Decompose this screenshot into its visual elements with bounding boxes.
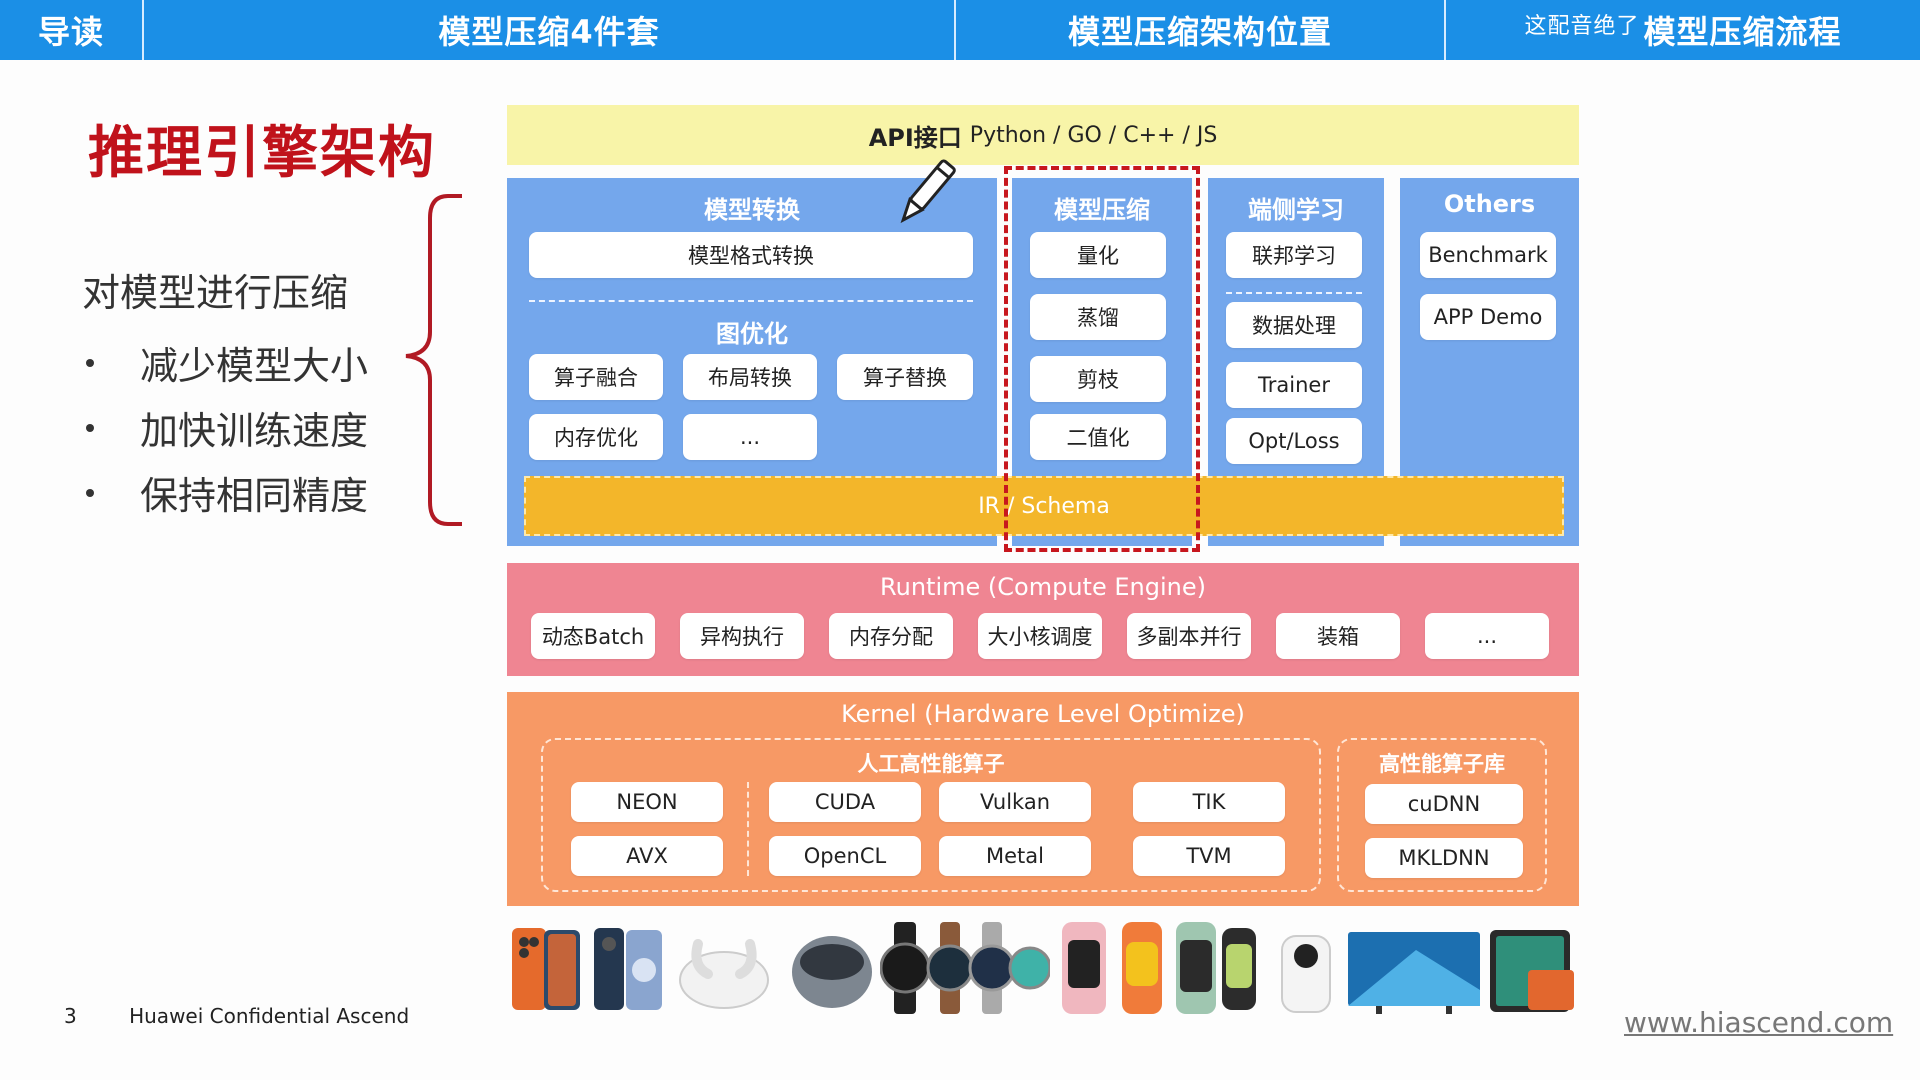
model-conversion-title: 模型转换	[704, 196, 800, 224]
nav-tab-compression-flow[interactable]: 这配音绝了 模型压缩流程	[1446, 0, 1920, 60]
edge-learning-title: 端侧学习	[1248, 196, 1344, 224]
packing: 装箱	[1276, 613, 1400, 659]
pruning: 剪枝	[1030, 356, 1166, 402]
neon: NEON	[571, 782, 723, 822]
bullet-item: 加快训练速度	[82, 395, 368, 460]
slide-title: 推理引擎架构	[88, 121, 436, 186]
smart-bands-icon	[1062, 922, 1256, 1014]
footer-confidential: 3 Huawei Confidential Ascend	[64, 1004, 409, 1028]
overlay-caption: 这配音绝了	[1524, 14, 1640, 39]
library-ops-group: 高性能算子库 cuDNN MKLDNN	[1337, 738, 1547, 892]
trainer: Trainer	[1226, 362, 1362, 408]
manual-ops-group: 人工高性能算子 NEON CUDA Vulkan TIK AVX OpenCL …	[541, 738, 1321, 892]
api-label: API接口	[868, 123, 962, 152]
cudnn: cuDNN	[1365, 784, 1523, 824]
nav-tab-compression-kit[interactable]: 模型压缩4件套	[438, 13, 660, 51]
dynamic-batch: 动态Batch	[531, 613, 655, 659]
page-number: 3	[64, 1004, 77, 1028]
model-compression-title: 模型压缩	[1054, 196, 1150, 224]
others-title: Others	[1443, 190, 1536, 218]
mkldnn: MKLDNN	[1365, 838, 1523, 878]
benchmark: Benchmark	[1420, 232, 1556, 278]
bullet-item: 减少模型大小	[82, 330, 368, 395]
confidential-text: Huawei Confidential Ascend	[129, 1004, 410, 1028]
heterogeneous-exec: 异构执行	[680, 613, 804, 659]
distillation: 蒸馏	[1030, 294, 1166, 340]
bullet-dot	[86, 488, 94, 497]
memory-allocation: 内存分配	[829, 613, 953, 659]
dashed-divider	[529, 300, 973, 302]
data-processing: 数据处理	[1226, 302, 1362, 348]
tablet-icon	[1490, 930, 1574, 1012]
federated-learning: 联邦学习	[1226, 232, 1362, 278]
op-fusion: 算子融合	[529, 354, 663, 400]
kernel-title: Kernel (Hardware Level Optimize)	[841, 700, 1245, 728]
quantization: 量化	[1030, 232, 1166, 278]
smart-tv-icon	[1348, 932, 1480, 1014]
bullet-dot	[86, 358, 94, 367]
model-format-conversion: 模型格式转换	[529, 232, 973, 278]
big-little-scheduling: 大小核调度	[978, 613, 1102, 659]
library-ops-title: 高性能算子库	[1379, 752, 1505, 776]
nav-guide[interactable]: 导读	[37, 13, 104, 51]
multi-replica-parallel: 多副本并行	[1127, 613, 1251, 659]
bullet-text: 减少模型大小	[140, 344, 369, 388]
more-item: ...	[683, 414, 817, 460]
group-divider	[747, 782, 749, 876]
vulkan: Vulkan	[939, 782, 1091, 822]
runtime-title: Runtime (Compute Engine)	[880, 573, 1206, 601]
cuda: CUDA	[769, 782, 921, 822]
curly-brace	[405, 194, 462, 526]
runtime-panel: Runtime (Compute Engine) 动态Batch 异构执行 内存…	[507, 563, 1579, 676]
app-demo: APP Demo	[1420, 294, 1556, 340]
opt-loss: Opt/Loss	[1226, 418, 1362, 464]
graph-optimization-title: 图优化	[716, 320, 788, 348]
dashed-divider	[1226, 292, 1362, 294]
nav-divider	[1444, 0, 1446, 60]
bullet-dot	[86, 423, 94, 432]
nav-tab-compression-flow-label: 模型压缩流程	[1643, 13, 1842, 51]
compression-highlight-frame	[1004, 166, 1200, 552]
bullet-text: 保持相同精度	[140, 474, 369, 518]
api-interface-bar: API接口 Python / GO / C++ / JS	[507, 105, 1579, 165]
nav-tab-architecture-position[interactable]: 模型压缩架构位置	[1067, 13, 1332, 51]
manual-ops-title: 人工高性能算子	[857, 752, 1005, 776]
metal: Metal	[939, 836, 1091, 876]
bullet-item: 保持相同精度	[82, 460, 368, 525]
bullet-list: 减少模型大小 加快训练速度 保持相同精度	[82, 330, 368, 525]
api-languages: Python / GO / C++ / JS	[969, 122, 1218, 148]
phone-blue-icon	[594, 928, 662, 1010]
ir-schema-bar: IR / Schema	[524, 476, 1564, 536]
lead-text: 对模型进行压缩	[82, 271, 349, 315]
opencl: OpenCL	[769, 836, 921, 876]
earbuds-case-icon	[792, 936, 872, 1008]
more-item: ...	[1425, 613, 1549, 659]
smartwatches-icon	[880, 922, 1050, 1014]
memory-optimization: 内存优化	[529, 414, 663, 460]
earbuds-white-icon	[679, 939, 769, 1009]
phone-orange-icon	[512, 928, 580, 1010]
op-replace: 算子替换	[837, 354, 973, 400]
layout-transform: 布局转换	[683, 354, 817, 400]
website-link[interactable]: www.hiascend.com	[1624, 1006, 1894, 1039]
tvm: TVM	[1133, 836, 1285, 876]
pencil-icon	[900, 159, 956, 224]
avx: AVX	[571, 836, 723, 876]
smart-camera-icon	[1281, 935, 1331, 1013]
nav-divider	[142, 0, 144, 60]
top-nav: 导读 模型压缩4件套 模型压缩架构位置 这配音绝了 模型压缩流程	[0, 0, 1920, 60]
nav-divider	[954, 0, 956, 60]
tik: TIK	[1133, 782, 1285, 822]
kernel-panel: Kernel (Hardware Level Optimize) 人工高性能算子…	[507, 692, 1579, 906]
binarization: 二值化	[1030, 414, 1166, 460]
bullet-text: 加快训练速度	[140, 409, 369, 453]
